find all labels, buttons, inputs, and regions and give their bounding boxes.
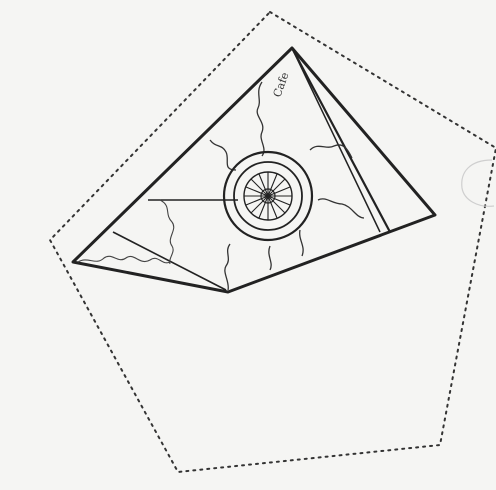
paper-background bbox=[0, 0, 496, 490]
pencil-sketch: Cafe bbox=[0, 0, 496, 490]
